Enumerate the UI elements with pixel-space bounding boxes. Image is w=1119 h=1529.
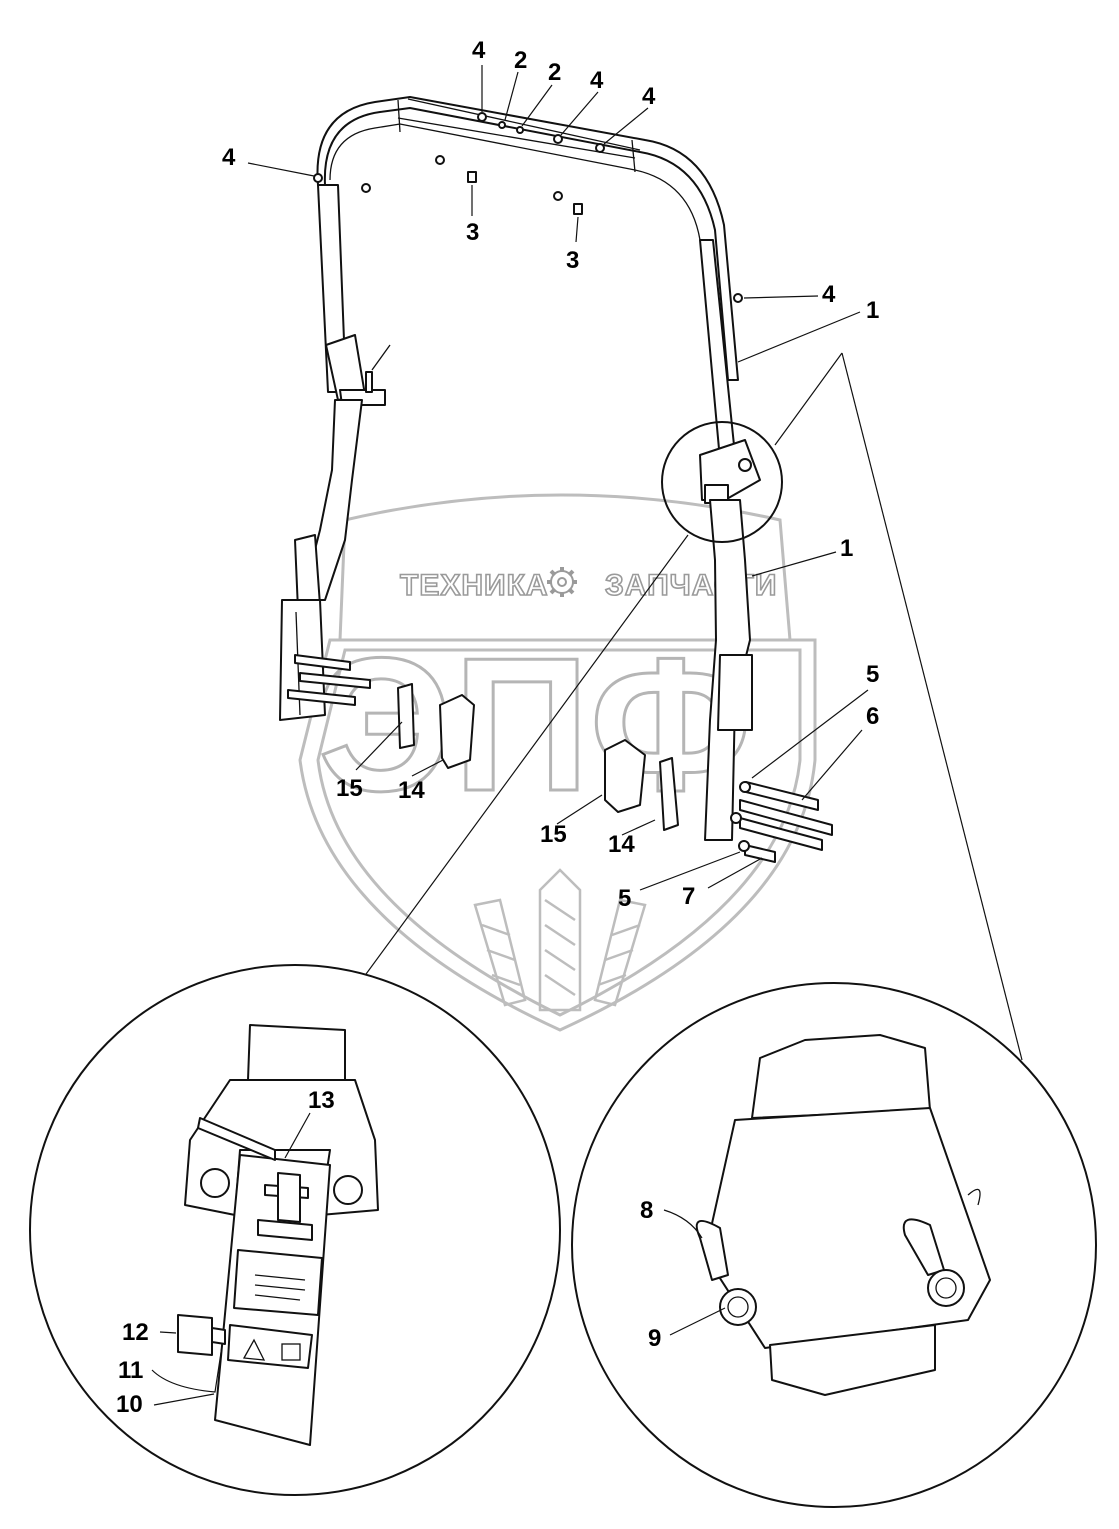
callout-11: 11: [118, 1357, 143, 1384]
callout-labels: 4 2 2 4 4 4 3 3 4 1 1 5 6 15 14 15 14 5 …: [116, 37, 879, 1418]
callout-10: 10: [116, 1391, 143, 1418]
callout-13: 13: [308, 1087, 335, 1114]
callout-4: 4: [822, 281, 836, 308]
callout-3: 3: [566, 247, 579, 274]
watermark: ТЕХНИКА ЗАПЧАСТИ ЭПФ: [298, 493, 817, 1032]
gear-icon: [547, 567, 577, 597]
callout-1: 1: [840, 535, 853, 562]
callout-7: 7: [682, 883, 695, 910]
callout-14: 14: [608, 831, 635, 858]
wheat-emblem: [473, 868, 647, 1012]
detail-right: [571, 982, 1097, 1508]
watermark-right-text: ЗАПЧАСТИ: [605, 569, 777, 602]
callout-12: 12: [122, 1319, 149, 1346]
detail-marker: [357, 352, 1023, 1061]
leader-lines: [151, 65, 869, 1406]
rollbar-frame: [279, 96, 833, 863]
callout-5: 5: [618, 885, 631, 912]
callout-3: 3: [466, 219, 479, 246]
callout-4: 4: [642, 83, 656, 110]
callout-4: 4: [222, 144, 236, 171]
left-bolts: [287, 654, 371, 706]
callout-5: 5: [866, 661, 879, 688]
callout-4: 4: [472, 37, 486, 64]
callout-8: 8: [640, 1197, 653, 1224]
detail-left: [29, 964, 561, 1496]
top-hardware: [313, 112, 743, 303]
callout-6: 6: [866, 703, 879, 730]
callout-2: 2: [514, 47, 527, 74]
callout-15: 15: [540, 821, 567, 848]
callout-2: 2: [548, 59, 561, 86]
callout-14: 14: [398, 777, 425, 804]
callout-1: 1: [866, 297, 879, 324]
right-bolts: [730, 781, 833, 863]
callout-4: 4: [590, 67, 604, 94]
watermark-left-text: ТЕХНИКА: [400, 569, 549, 602]
callout-15: 15: [336, 775, 363, 802]
watermark-logo-letters: ЭПФ: [318, 619, 752, 831]
callout-9: 9: [648, 1325, 661, 1352]
